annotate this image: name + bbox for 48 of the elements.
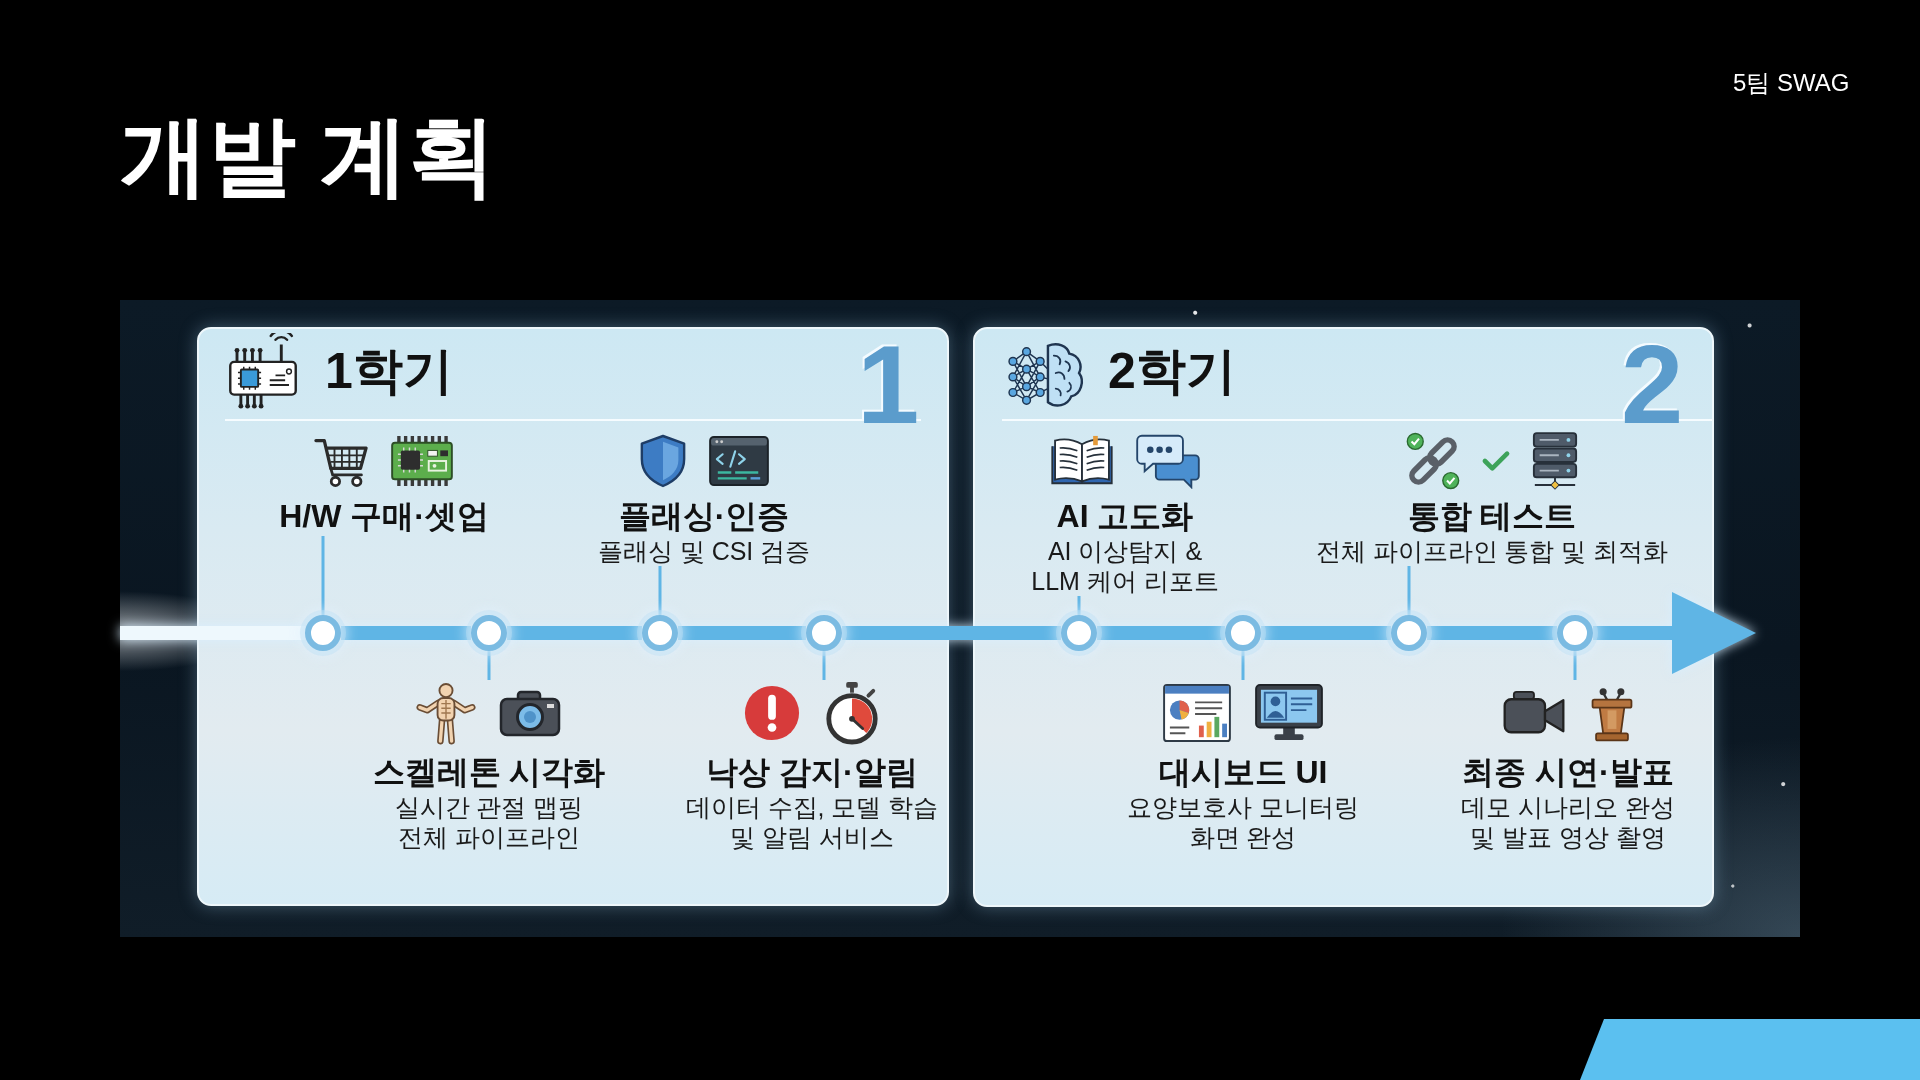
milestone-title: 최종 시연·발표 [1462,753,1674,792]
panel-heading: 1학기 [325,342,453,401]
milestone-description: 전체 파이프라인 통합 및 최적화 [1314,536,1670,566]
timeline-dot [1557,615,1593,651]
timeline-line [341,626,471,640]
semester-number: 2 [1621,335,1684,435]
milestone-title: AI 고도화 [1056,497,1194,536]
timeline-dot [471,615,507,651]
timeline-line [1261,626,1391,640]
timeline-arrow [1593,592,1756,674]
milestone-description: 실시간 관절 맵핑 전체 파이프라인 [393,792,585,852]
timeline-line [678,626,806,640]
milestone-description: 요양보호사 모니터링 화면 완성 [1126,792,1360,852]
timeline-dot [305,615,341,651]
timeline-line [507,626,642,640]
milestone-title: 통합 테스트 [1407,497,1577,536]
semester-panel [973,327,1714,907]
timeline-line [842,626,1061,640]
milestone-title: 대시보드 UI [1158,753,1328,792]
timeline-dot [642,615,678,651]
leader-line [1077,596,1081,615]
milestone-title: 플래싱·인증 [618,497,790,536]
semester-panel [197,327,949,906]
timeline-dot [806,615,842,651]
milestone-description: 데이터 수집, 모델 학습 및 알림 서비스 [684,792,940,852]
timeline-dot [1391,615,1427,651]
semester-number: 1 [857,335,920,435]
milestone-description: AI 이상탐지 & LLM 케어 리포트 [1030,536,1220,596]
leader-line [321,536,325,615]
milestone-description: 데모 시나리오 완성 및 발표 영상 촬영 [1460,792,1676,852]
panel-heading: 2학기 [1108,342,1236,401]
leader-line [1407,566,1411,615]
leader-line [822,651,826,680]
leader-line [1241,651,1245,680]
timeline-dot [1225,615,1261,651]
timeline-dot [1061,615,1097,651]
team-name: 5팀 SWAG [1733,68,1850,98]
milestone-description: 플래싱 및 CSI 검증 [596,536,812,566]
leader-line [1573,651,1577,680]
leader-line [487,651,491,680]
milestone-title: 낙상 감지·알림 [706,753,918,792]
milestone-title: 스켈레톤 시각화 [372,753,606,792]
timeline-line [120,626,305,640]
timeline-line [1097,626,1225,640]
leader-line [658,566,662,615]
page-title: 개발 계획 [120,105,497,207]
milestone-title: H/W 구매·셋업 [279,497,489,536]
timeline-line [1427,626,1557,640]
